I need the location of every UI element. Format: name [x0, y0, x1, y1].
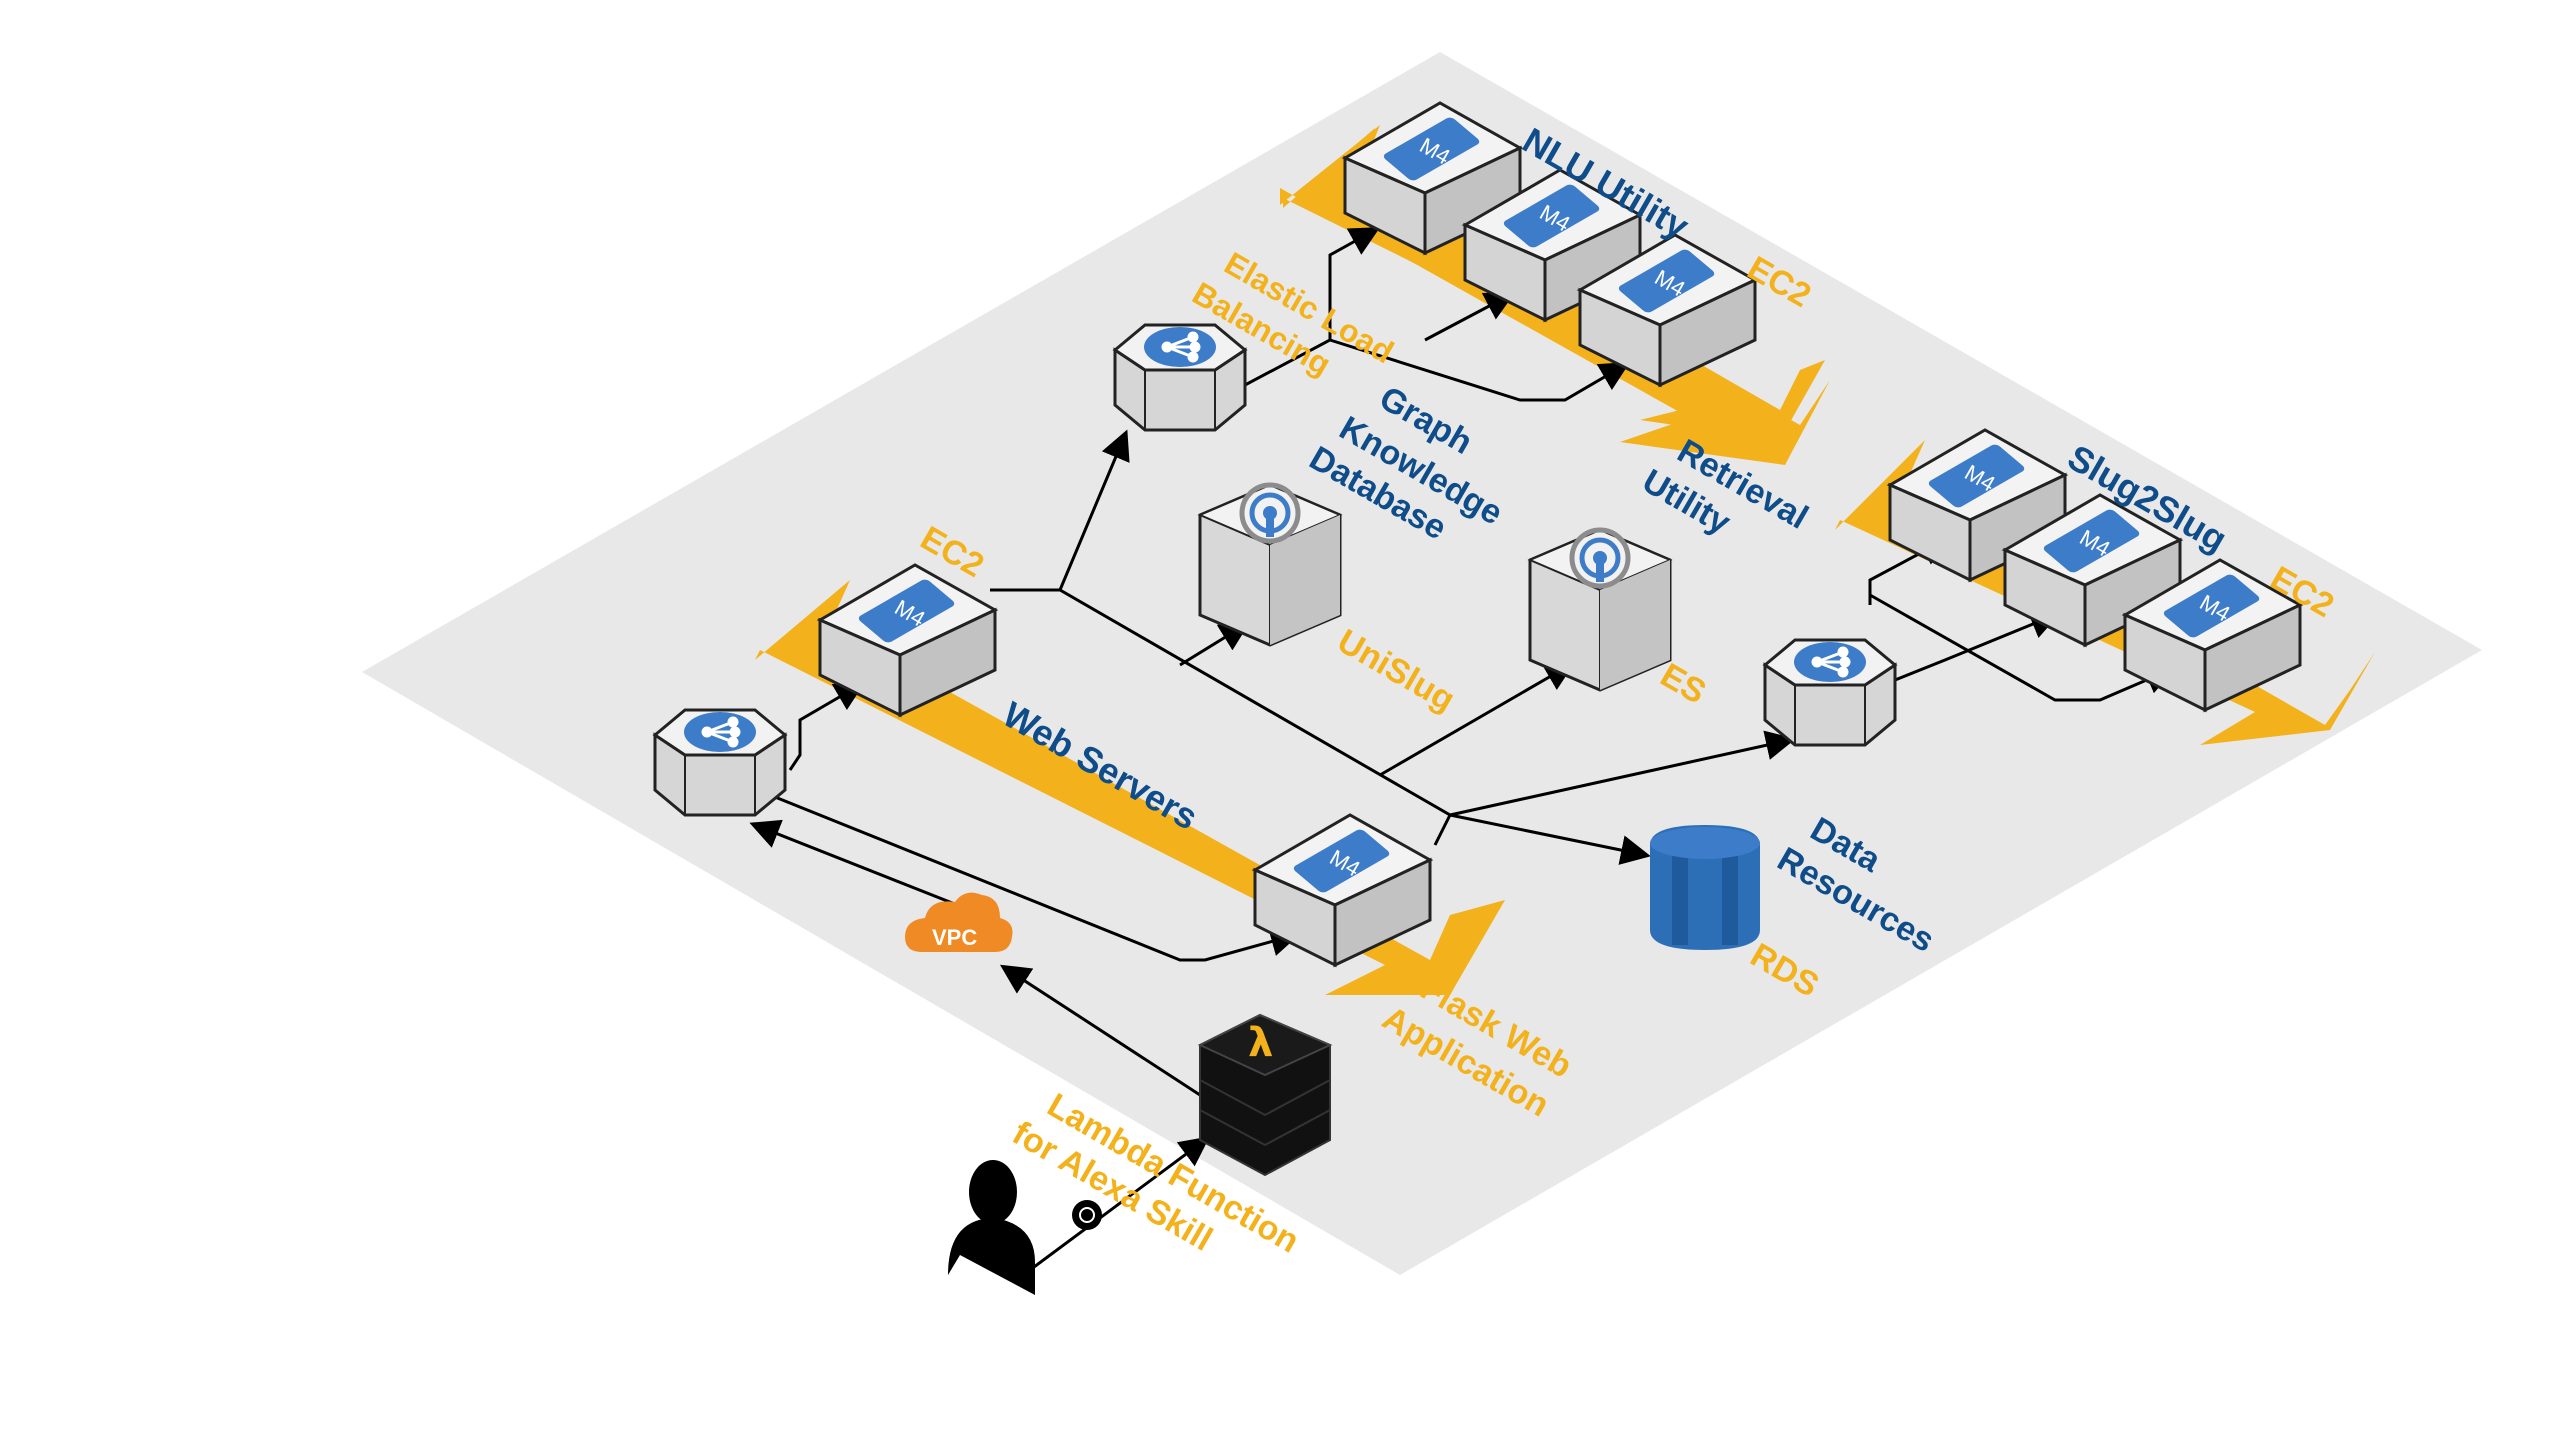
platform: [362, 52, 2482, 1275]
connectors: [749, 227, 2176, 1272]
vpc-label: VPC: [932, 925, 977, 950]
elb-slug: [1763, 638, 1897, 747]
lambda-icon: λ: [1197, 1013, 1333, 1177]
graph-db-node: [1200, 485, 1340, 645]
rds-icon: [1650, 825, 1760, 950]
elb-web: [653, 708, 787, 817]
vpc-icon: VPC: [905, 892, 1013, 952]
es-node: [1530, 530, 1670, 690]
user-icon: [948, 1160, 1102, 1295]
elb-top: [1113, 323, 1247, 432]
svg-text:λ: λ: [1248, 1020, 1273, 1066]
